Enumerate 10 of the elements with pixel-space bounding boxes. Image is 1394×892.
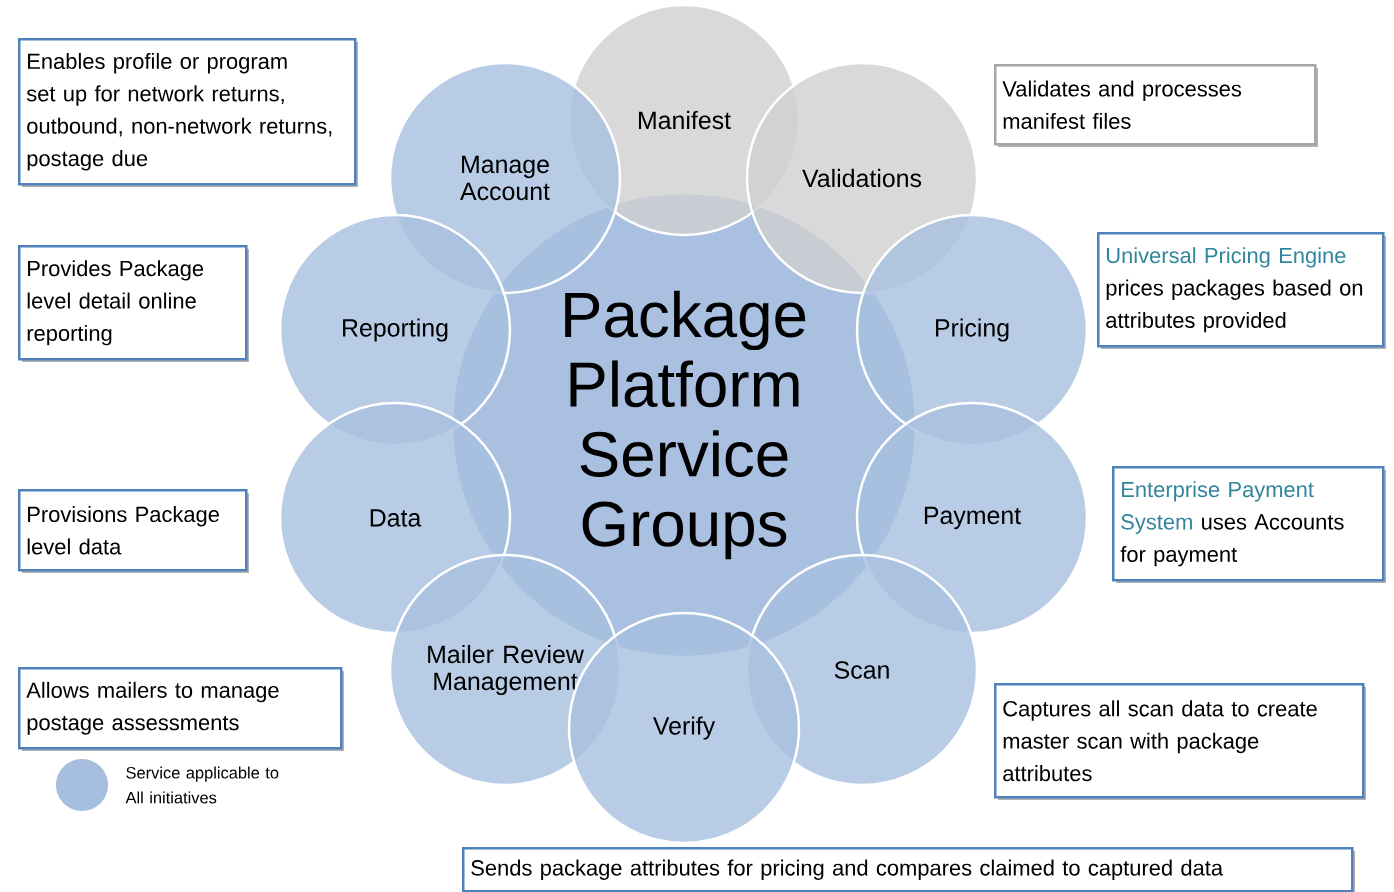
legend-text: Service applicable to All initiatives xyxy=(125,766,279,804)
description-box: Allows mailers to manage postage assessments xyxy=(18,667,344,751)
description-box: Captures all scan data to create master scan with package attributes xyxy=(994,683,1366,800)
description-box: Enterprise Payment System uses Accounts for payment xyxy=(1112,466,1386,583)
description-box: Provisions Package level data xyxy=(18,489,249,573)
description-box: Sends package attributes for pricing and compares claimed to captured data xyxy=(462,847,1355,892)
description-box: Validates and processes manifest files xyxy=(994,64,1318,147)
description-box: Provides Package level detail online reporting xyxy=(18,245,249,362)
description-box: Universal Pricing Engine prices packages based on attributes provided xyxy=(1097,232,1386,349)
description-box: Enables profile or program set up for network returns, outbound, non-network returns, postage due xyxy=(18,38,358,187)
